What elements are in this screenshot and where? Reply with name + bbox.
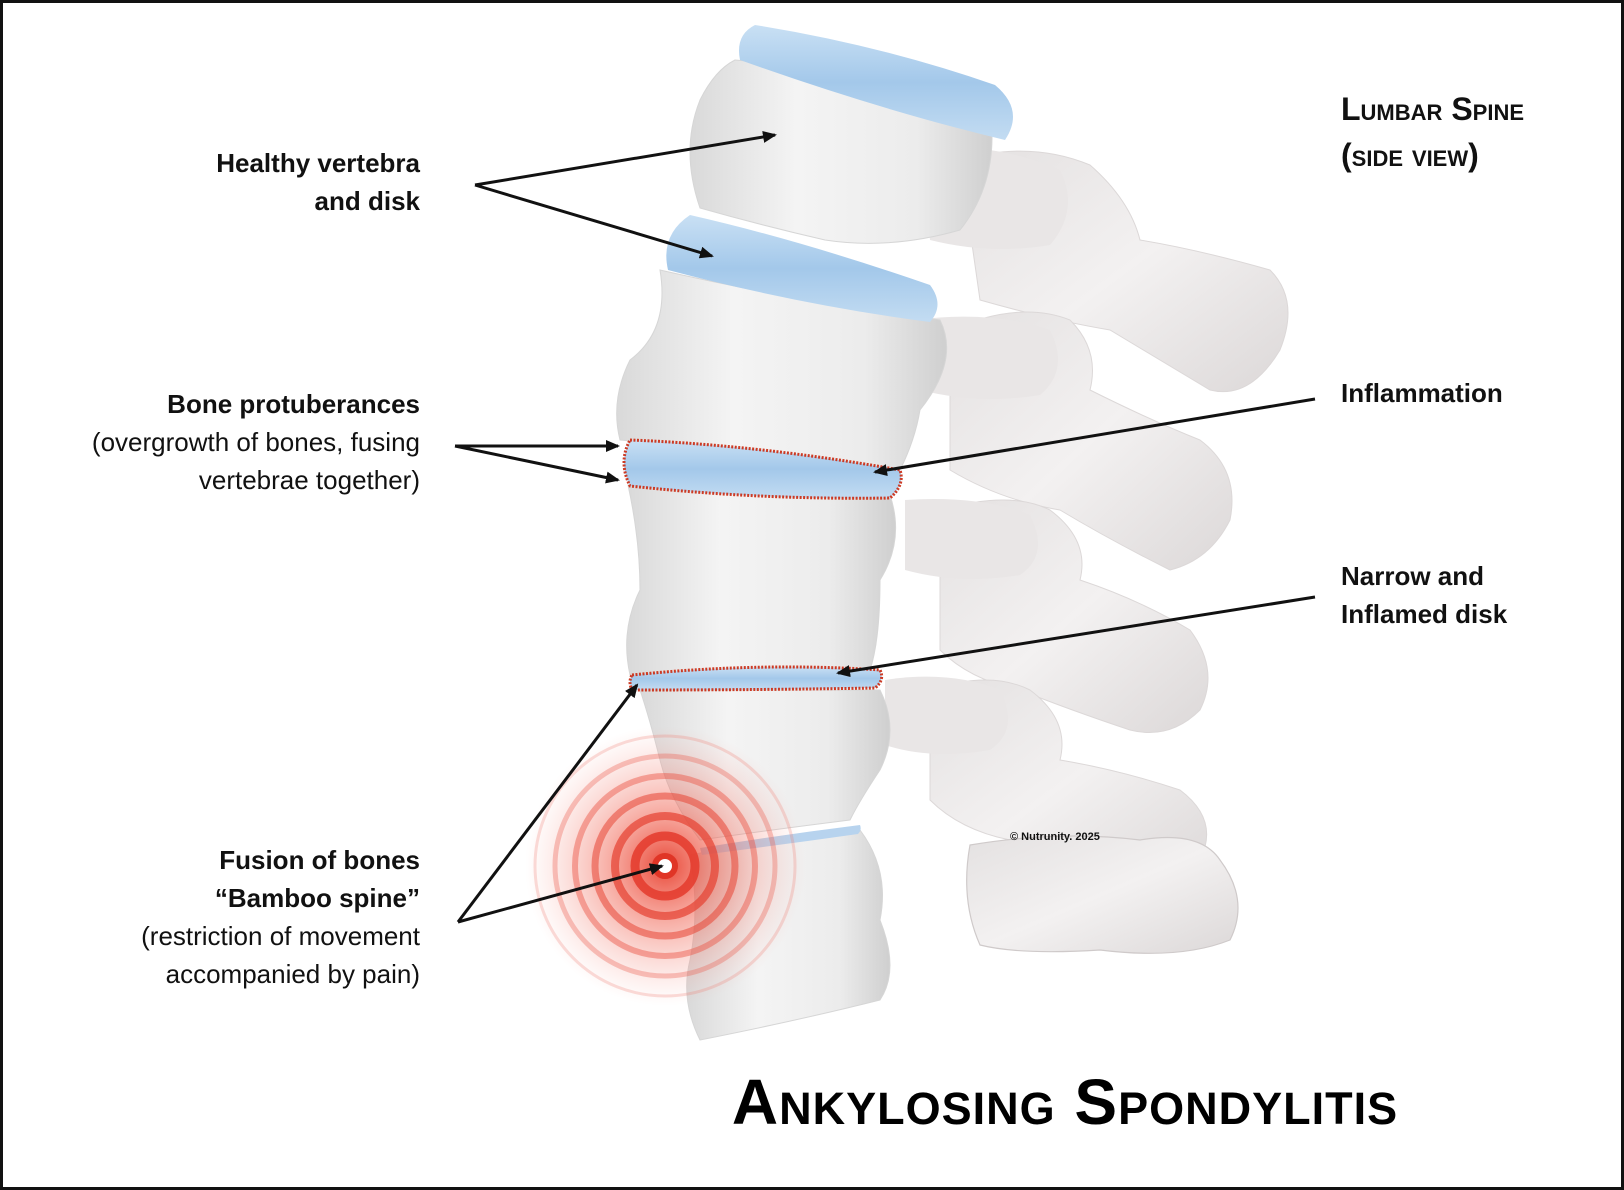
- label-fusion-line2: “Bamboo spine”: [40, 879, 420, 917]
- label-fusion: Fusion of bones “Bamboo spine” (restrict…: [40, 841, 420, 993]
- copyright-notice: © Nutrunity. 2025: [1010, 831, 1100, 843]
- label-healthy: Healthy vertebra and disk: [90, 144, 420, 220]
- label-fusion-line1: Fusion of bones: [40, 841, 420, 879]
- pedicle-3: [905, 499, 1038, 579]
- label-healthy-line2: and disk: [90, 182, 420, 220]
- arrow-protuberance-2: [455, 446, 618, 480]
- label-protuberances-line3: vertebrae together): [20, 461, 420, 499]
- label-protuberances: Bone protuberances (overgrowth of bones,…: [20, 385, 420, 499]
- label-protuberances-line1: Bone protuberances: [20, 385, 420, 423]
- page-title: Ankylosing Spondylitis: [560, 1065, 1570, 1139]
- pedicle-4: [885, 677, 1008, 754]
- label-fusion-line4: accompanied by pain): [40, 955, 420, 993]
- label-narrow-disk: Narrow and Inflamed disk: [1341, 557, 1601, 633]
- label-fusion-line3: (restriction of movement: [40, 917, 420, 955]
- view-label-line1: Lumbar Spine: [1341, 86, 1601, 132]
- label-narrow-disk-line2: Inflamed disk: [1341, 595, 1601, 633]
- label-narrow-disk-line1: Narrow and: [1341, 557, 1601, 595]
- arrow-healthy-disk: [475, 185, 712, 256]
- label-healthy-line1: Healthy vertebra: [90, 144, 420, 182]
- label-protuberances-line2: (overgrowth of bones, fusing: [20, 423, 420, 461]
- label-inflammation: Inflammation: [1341, 374, 1601, 412]
- label-inflammation-line1: Inflammation: [1341, 374, 1601, 412]
- disk-narrow: [630, 667, 882, 690]
- pain-rings: [525, 726, 805, 1006]
- view-label-line2: (side view): [1341, 132, 1601, 178]
- vertebra-3: [627, 485, 896, 675]
- view-label: Lumbar Spine (side view): [1341, 86, 1601, 178]
- process-5: [967, 836, 1238, 953]
